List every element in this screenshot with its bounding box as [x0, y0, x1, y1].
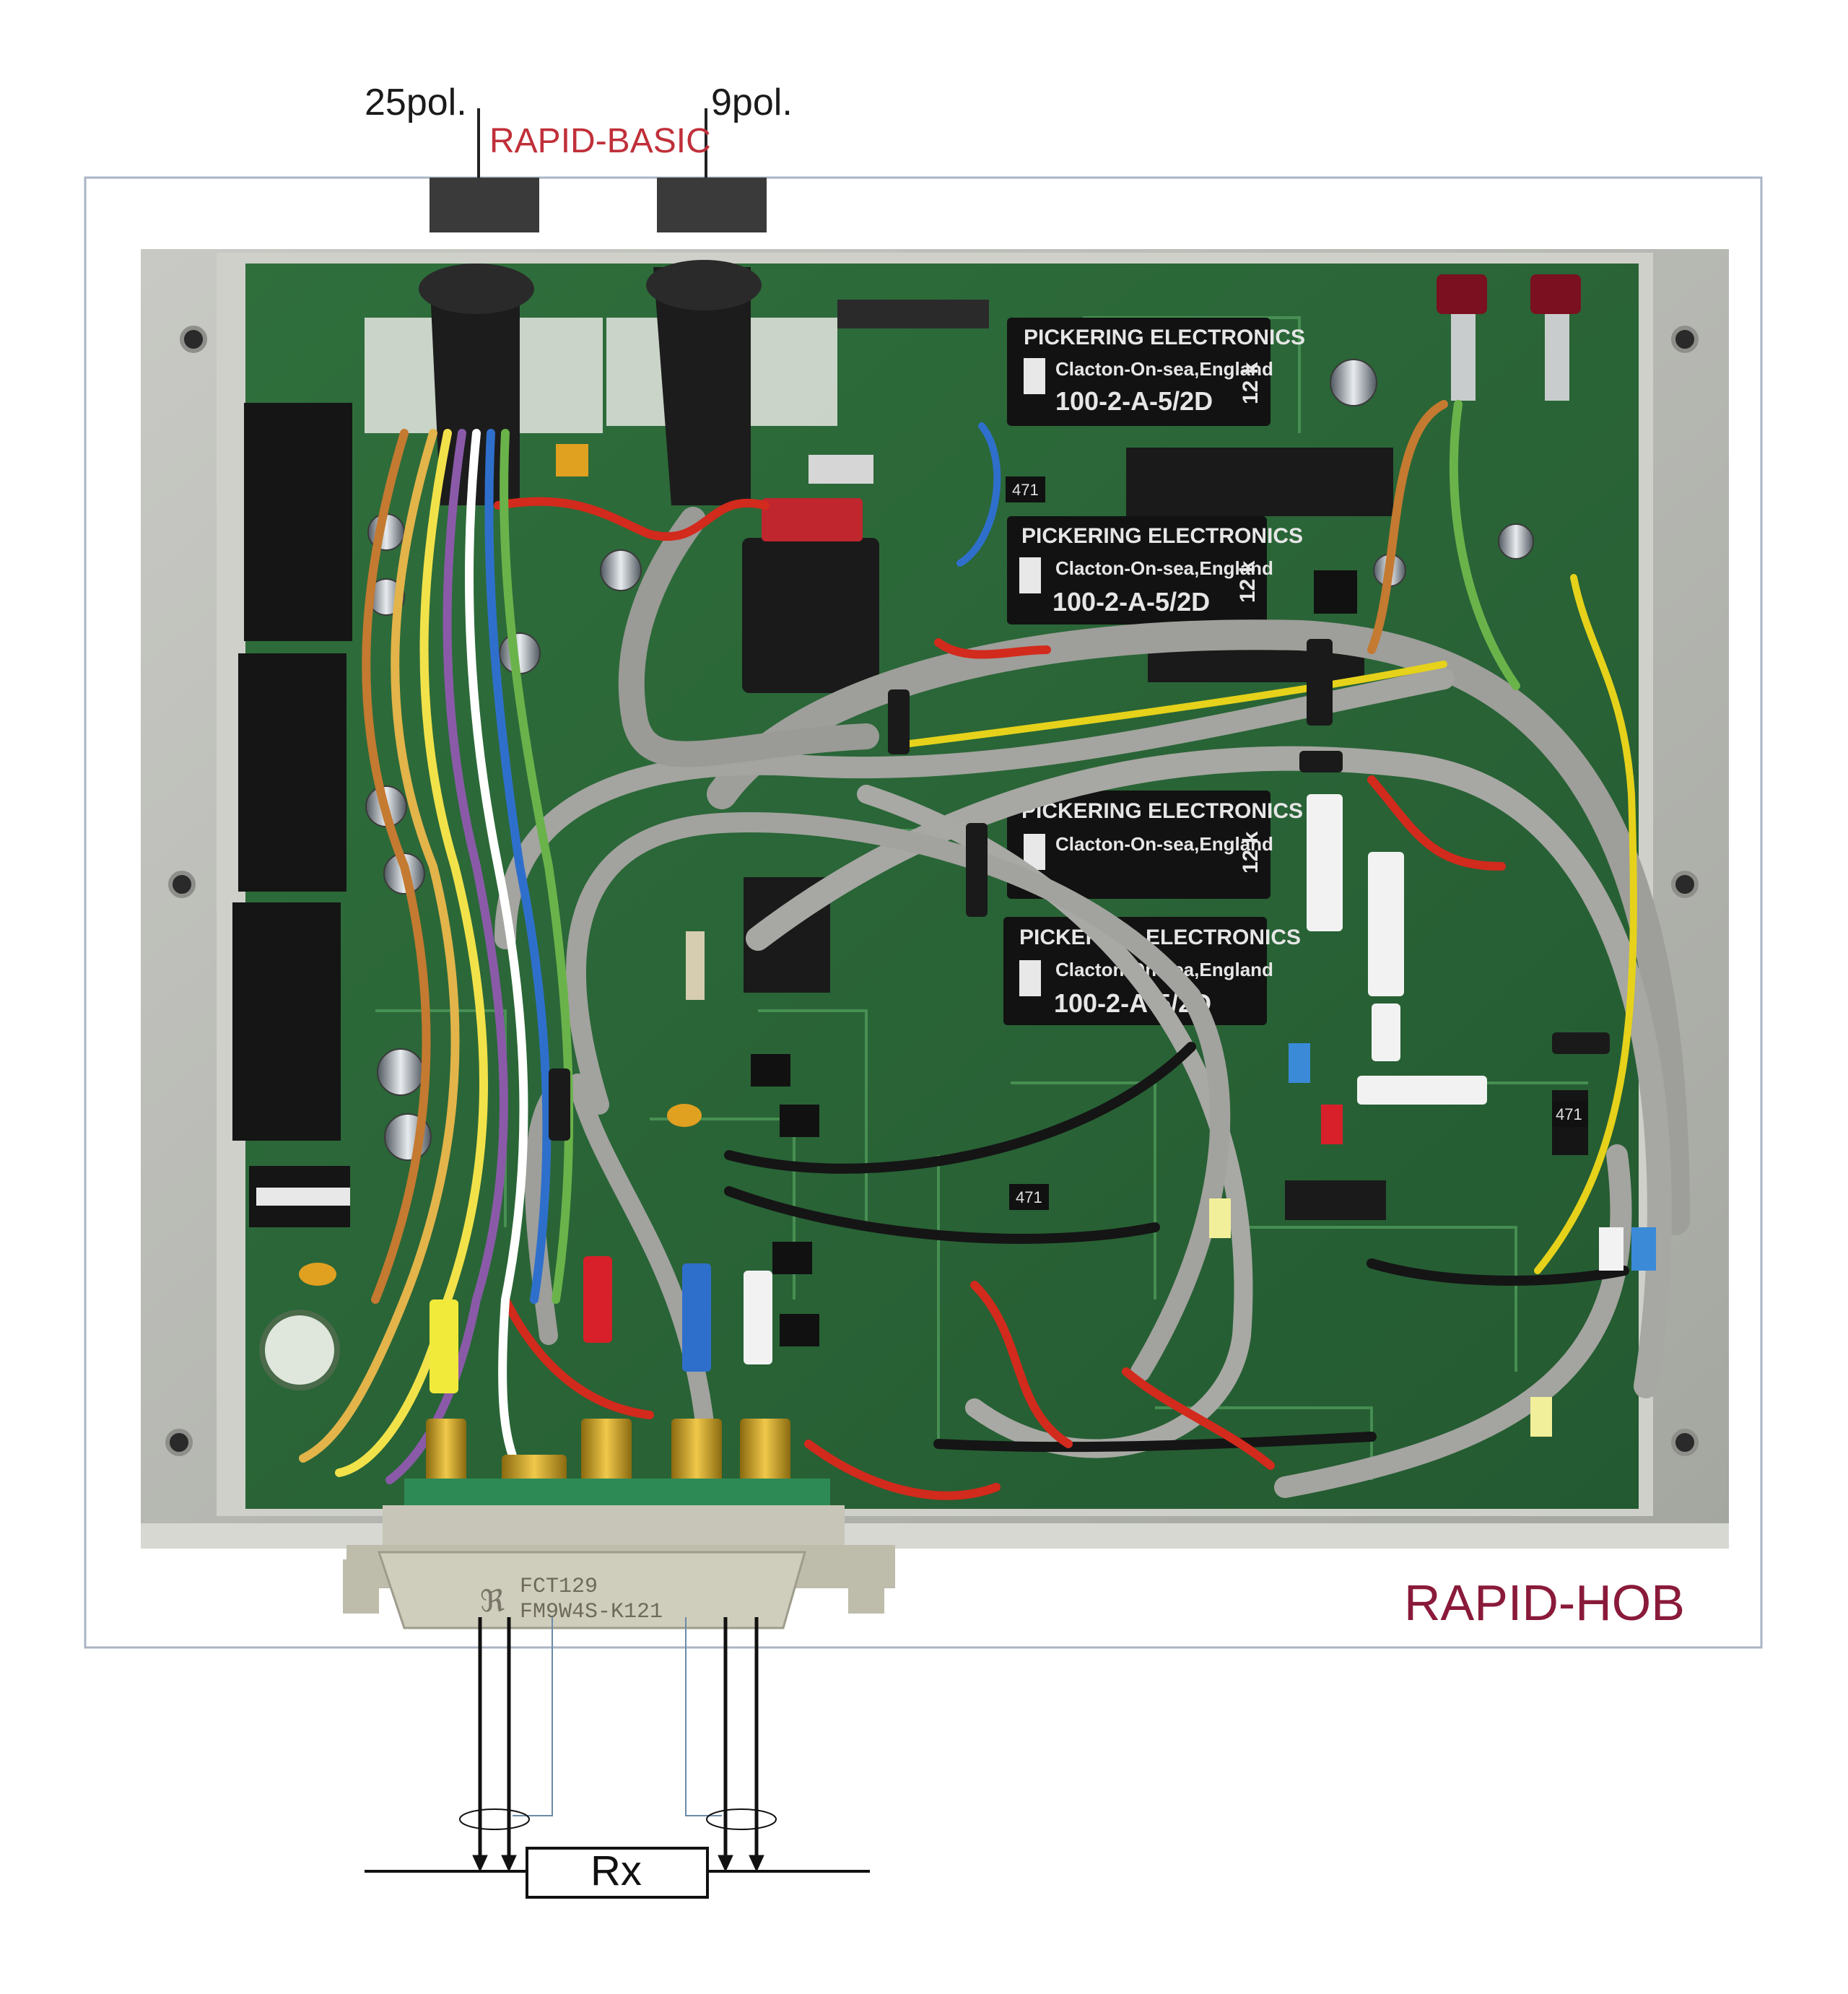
cable-boot-9 — [657, 178, 767, 232]
relay-2-brand: PICKERING ELECTRONICS — [1021, 524, 1303, 548]
small-relay — [742, 498, 879, 693]
rx-schematic — [365, 1617, 870, 1899]
relay-3: PICKERING ELECTRONICS Clacton-On-sea,Eng… — [1007, 791, 1303, 899]
chip-label-1: 471 — [1012, 481, 1039, 499]
wire-markers — [430, 1043, 1656, 1437]
relay-3-value: 12 k — [1239, 831, 1263, 874]
power-modules — [232, 403, 352, 1141]
relay-2-value: 12 k — [1236, 560, 1260, 603]
relay-4-brand: PICKERING ELECTRONICS — [1019, 926, 1301, 949]
enclosure-lip — [141, 1523, 1729, 1549]
cable-ties — [549, 639, 1610, 1141]
ul-logo: ℜ — [480, 1585, 505, 1619]
relay-3-place: Clacton-On-sea,England — [1055, 833, 1273, 855]
rapid-basic-label: RAPID-BASIC — [489, 122, 711, 160]
relay-1-place: Clacton-On-sea,England — [1055, 358, 1273, 380]
relay-1-value: 12 k — [1239, 362, 1263, 404]
relay-2-place: Clacton-On-sea,England — [1055, 557, 1273, 579]
rx-label: Rx — [590, 1847, 642, 1894]
chip-label-2: 471 — [1016, 1188, 1042, 1206]
dsub-connector: FCT129 FM9W4S-K121 ℜ — [343, 1479, 895, 1629]
large-capacitor — [259, 1310, 340, 1390]
relay-1: PICKERING ELECTRONICS Clacton-On-sea,Eng… — [1007, 318, 1305, 426]
relay-1-brand: PICKERING ELECTRONICS — [1024, 326, 1305, 349]
relay-2: PICKERING ELECTRONICS Clacton-On-sea,Eng… — [1007, 516, 1303, 624]
relay-2-part: 100-2-A-5/2D — [1052, 587, 1210, 617]
chip-label-3: 471 — [1556, 1105, 1582, 1123]
dsub-print-line2: FM9W4S-K121 — [520, 1600, 663, 1624]
relay-3-brand: PICKERING ELECTRONICS — [1021, 799, 1303, 823]
coax-connectors — [426, 1419, 790, 1494]
wire-terminals — [1307, 794, 1487, 1105]
dsub-print-line1: FCT129 — [520, 1575, 598, 1599]
connector-9-label: 9pol. — [711, 82, 793, 123]
connector-25-label: 25pol. — [365, 82, 467, 123]
chip-labels: 471 471 471 — [1006, 476, 1588, 1210]
power-jacks — [1437, 274, 1581, 401]
relay-1-part: 100-2-A-5/2D — [1055, 386, 1213, 416]
mounting-holes — [165, 326, 1699, 1456]
cable-grommets — [365, 260, 837, 505]
cable-boot-25 — [430, 178, 539, 232]
rapid-hob-label: RAPID-HOB — [1404, 1575, 1685, 1631]
